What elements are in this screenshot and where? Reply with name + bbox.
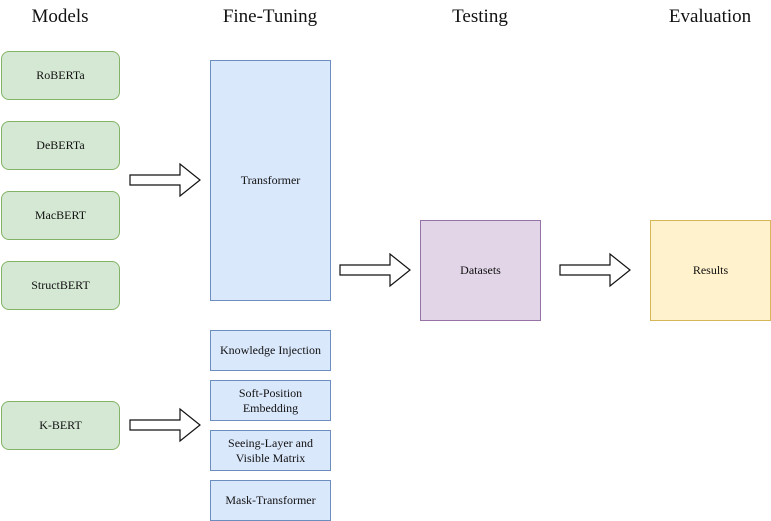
model-macbert: MacBERT: [1, 191, 120, 240]
transformer-box: Transformer: [210, 60, 331, 301]
arrow-datasets-to-results: [559, 252, 631, 288]
heading-fine-tuning: Fine-Tuning: [222, 6, 318, 27]
mask-transformer-box: Mask-Transformer: [210, 480, 331, 521]
soft-position-embedding-box: Soft-Position Embedding: [210, 380, 331, 421]
seeing-layer-visible-matrix-box: Seeing-Layer and Visible Matrix: [210, 430, 331, 471]
heading-testing: Testing: [452, 6, 508, 27]
heading-models: Models: [31, 6, 89, 27]
model-kbert: K-BERT: [1, 401, 120, 450]
results-box: Results: [650, 220, 771, 321]
datasets-box: Datasets: [420, 220, 541, 321]
arrow-kbert-to-steps: [129, 407, 201, 443]
arrow-finetuning-to-datasets: [339, 252, 411, 288]
model-structbert: StructBERT: [1, 261, 120, 310]
model-deberta: DeBERTa: [1, 121, 120, 170]
model-roberta: RoBERTa: [1, 51, 120, 100]
knowledge-injection-box: Knowledge Injection: [210, 330, 331, 371]
heading-evaluation: Evaluation: [668, 6, 752, 27]
arrow-models-to-transformer: [129, 162, 201, 198]
